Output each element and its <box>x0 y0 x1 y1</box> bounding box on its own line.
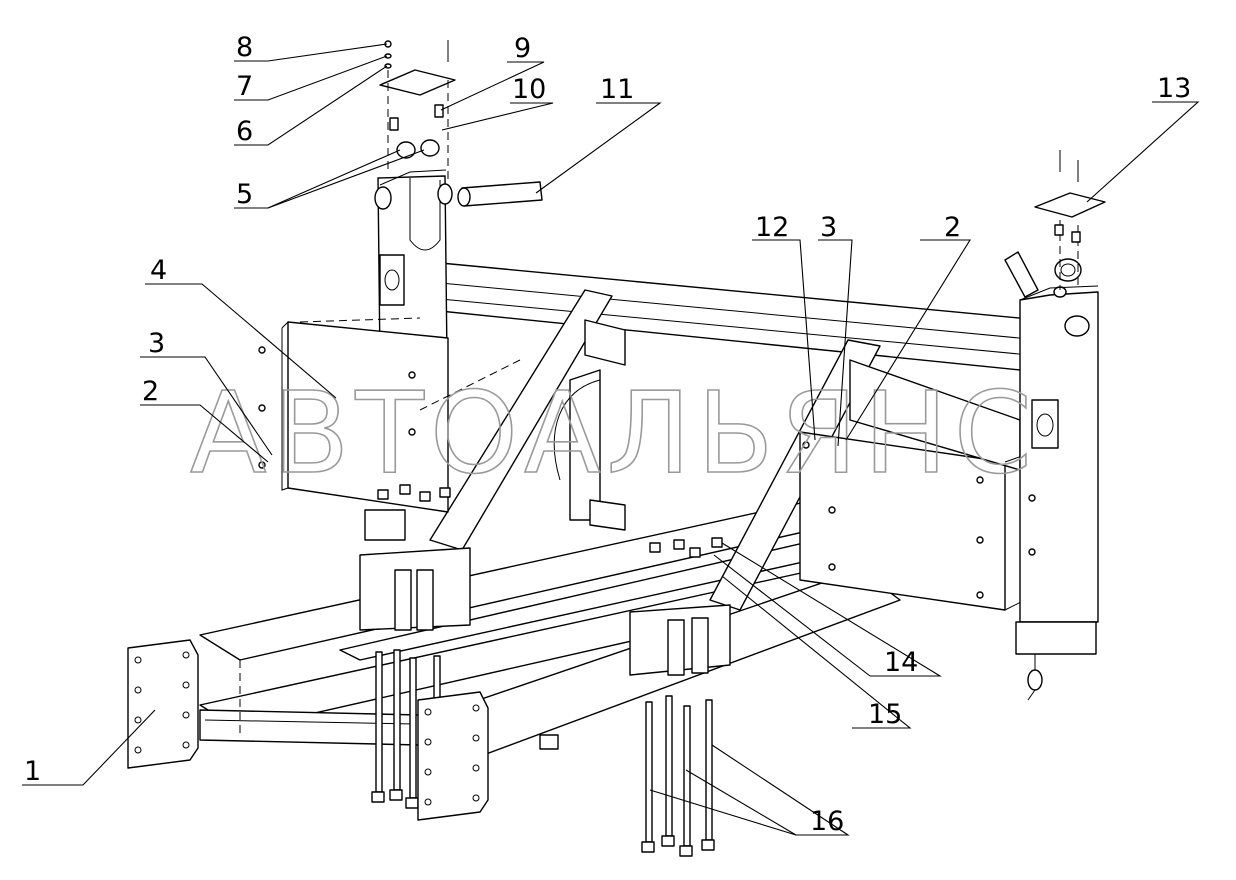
leader-3-left <box>140 356 273 456</box>
callout-6: 6 <box>236 116 253 147</box>
cover-plates <box>379 69 1106 218</box>
callout-13: 13 <box>1157 73 1191 104</box>
callout-1: 1 <box>24 756 41 787</box>
leader-13 <box>1086 101 1200 203</box>
leader-2-left <box>140 404 269 463</box>
plate-bolts <box>258 346 1036 599</box>
right-side-plate <box>799 359 1026 611</box>
leader-3-right <box>818 239 853 447</box>
callout-9: 9 <box>514 33 531 64</box>
leader-10 <box>441 102 554 131</box>
leader-16 <box>711 744 850 836</box>
leader-4 <box>145 283 337 399</box>
leader-14 <box>721 542 942 677</box>
left-side-plate <box>281 317 521 513</box>
leader-16b <box>685 769 797 836</box>
callout-3-right: 3 <box>820 212 837 243</box>
leader-14b <box>713 554 871 677</box>
left-column <box>374 169 453 363</box>
callout-12: 12 <box>755 212 789 243</box>
pins <box>457 181 1082 298</box>
callout-4: 4 <box>150 255 167 286</box>
left-column-hardware <box>384 40 449 180</box>
watermark-text: АВТОАЛЬЯНС <box>190 369 1038 499</box>
end-flange-plates <box>127 639 489 821</box>
leader-16c <box>649 789 797 836</box>
callout-11: 11 <box>600 74 634 105</box>
right-column-hardware <box>1054 150 1081 290</box>
callout-2-left: 2 <box>142 376 159 407</box>
leader-12 <box>752 239 816 441</box>
callout-7: 7 <box>236 71 253 102</box>
leader-6 <box>234 65 388 146</box>
callout-16: 16 <box>810 806 844 837</box>
callout-3-left: 3 <box>148 328 165 359</box>
leader-lines <box>22 43 1200 836</box>
right-brackets <box>629 604 731 676</box>
callout-10: 10 <box>512 74 546 105</box>
leader-1 <box>22 709 156 786</box>
leader-7 <box>234 55 388 101</box>
callout-14: 14 <box>884 647 918 678</box>
callout-8: 8 <box>236 32 253 63</box>
bracket-nuts <box>377 484 723 558</box>
leader-5b <box>267 149 425 209</box>
leader-11 <box>535 102 662 194</box>
lower-frame <box>199 489 901 761</box>
callout-2-right: 2 <box>944 212 961 243</box>
callout-5: 5 <box>236 179 253 210</box>
right-column <box>1015 285 1099 701</box>
callout-15: 15 <box>868 699 902 730</box>
leader-2-right <box>845 239 971 441</box>
leader-8 <box>234 43 388 62</box>
rear-cross-beam <box>429 261 1041 373</box>
leader-15 <box>721 575 912 729</box>
diagonal-braces <box>429 289 881 611</box>
callout-labels: 1 2 2 3 3 4 5 6 7 8 9 10 11 12 13 14 15 … <box>24 32 1191 837</box>
left-brackets <box>359 509 471 631</box>
leader-9 <box>440 61 545 111</box>
